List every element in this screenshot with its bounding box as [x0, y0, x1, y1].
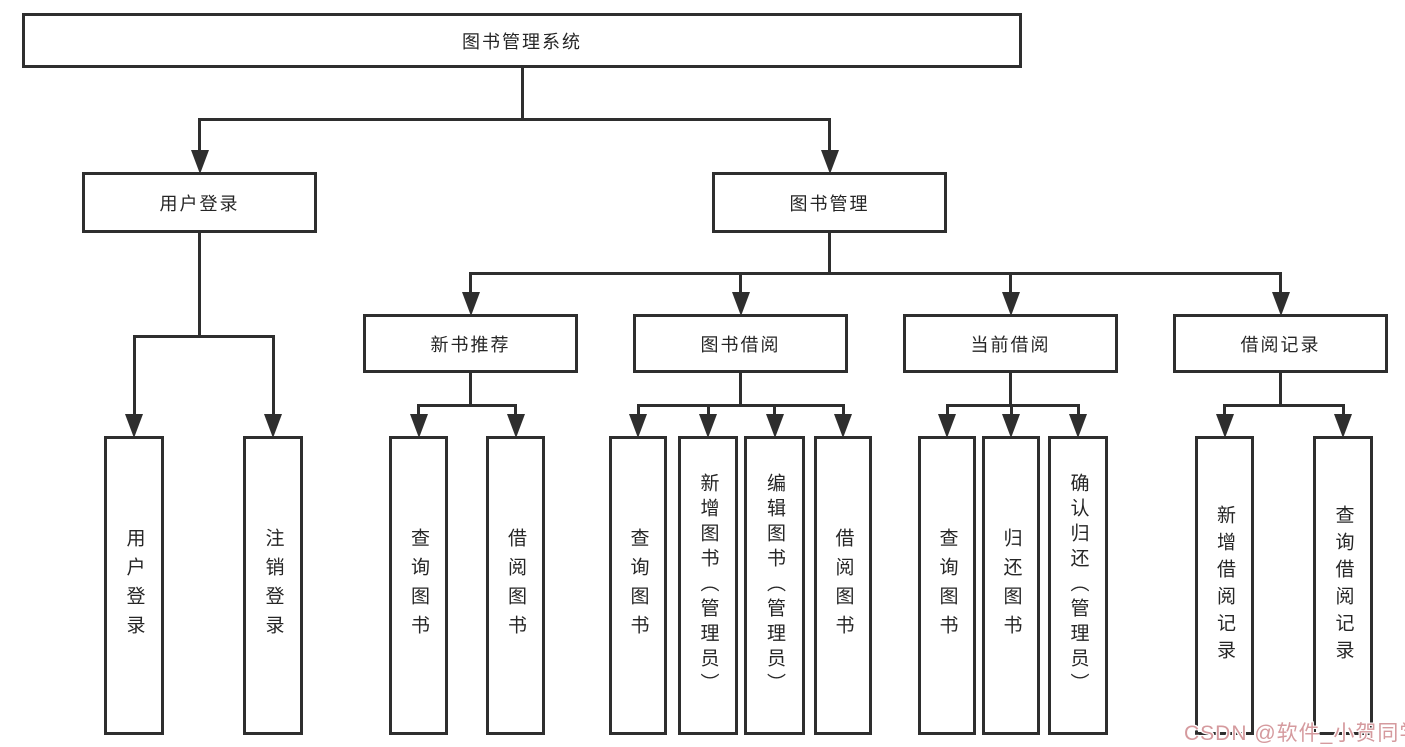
leaf-logout: 注销登录	[243, 436, 303, 735]
arrow-down-icon	[1002, 414, 1020, 438]
leaf-rec-query-label: 查询借阅记录	[1332, 504, 1354, 667]
leaf-cb-return: 归还图书	[982, 436, 1040, 735]
leaf-user-login: 用户登录	[104, 436, 164, 735]
leaf-logout-label: 注销登录	[262, 527, 284, 644]
node-root: 图书管理系统	[22, 13, 1022, 68]
connector-line	[469, 272, 472, 296]
arrow-down-icon	[410, 414, 428, 438]
connector-line	[1279, 373, 1282, 407]
node-book-mgmt: 图书管理	[712, 172, 947, 233]
connector-line	[133, 335, 136, 418]
connector-line	[1223, 404, 1345, 407]
connector-line	[637, 404, 845, 407]
connector-line	[707, 404, 710, 418]
connector-line	[828, 118, 831, 154]
connector-line	[417, 404, 420, 418]
arrow-down-icon	[1069, 414, 1087, 438]
node-borrow-records-label: 借阅记录	[1240, 334, 1321, 355]
connector-line	[842, 404, 845, 418]
leaf-bb-edit: 编辑图书（管理员）	[744, 436, 805, 735]
arrow-down-icon	[191, 150, 209, 174]
connector-line	[521, 68, 524, 121]
node-current-borrow-label: 当前借阅	[970, 334, 1051, 355]
leaf-nb-query-label: 查询图书	[408, 527, 429, 644]
leaf-cb-query: 查询图书	[918, 436, 976, 735]
connector-line	[469, 373, 472, 407]
arrow-down-icon	[699, 414, 717, 438]
arrow-down-icon	[264, 414, 282, 438]
connector-line	[773, 404, 776, 418]
node-new-books-label: 新书推荐	[430, 334, 511, 355]
leaf-bb-query: 查询图书	[609, 436, 667, 735]
leaf-user-login-label: 用户登录	[123, 527, 145, 644]
arrow-down-icon	[1216, 414, 1234, 438]
arrow-down-icon	[938, 414, 956, 438]
leaf-cb-confirm-label: 确认归还（管理员）	[1067, 473, 1089, 698]
leaf-bb-borrow-label: 借阅图书	[832, 527, 854, 644]
connector-line	[946, 404, 949, 418]
connector-line	[1077, 404, 1080, 418]
node-user-login: 用户登录	[82, 172, 317, 233]
leaf-bb-add-label: 新增图书（管理员）	[697, 473, 719, 698]
connector-line	[1279, 272, 1282, 296]
connector-line	[739, 373, 742, 407]
connector-line	[739, 272, 742, 296]
arrow-down-icon	[834, 414, 852, 438]
csdn-watermark: CSDN @软件_小贺同学	[1184, 722, 1405, 745]
leaf-bb-borrow: 借阅图书	[814, 436, 872, 735]
node-new-books: 新书推荐	[363, 314, 578, 373]
arrow-down-icon	[462, 292, 480, 316]
arrow-down-icon	[1334, 414, 1352, 438]
connector-line	[198, 233, 201, 338]
node-book-borrow: 图书借阅	[633, 314, 848, 373]
arrow-down-icon	[629, 414, 647, 438]
connector-line	[946, 404, 1080, 407]
node-user-login-label: 用户登录	[159, 193, 240, 214]
leaf-bb-query-label: 查询图书	[627, 527, 649, 644]
connector-line	[514, 404, 517, 418]
leaf-nb-borrow: 借阅图书	[486, 436, 545, 735]
node-current-borrow: 当前借阅	[903, 314, 1118, 373]
leaf-cb-query-label: 查询图书	[936, 527, 958, 644]
connector-line	[828, 233, 831, 275]
connector-line	[198, 118, 201, 154]
leaf-cb-confirm: 确认归还（管理员）	[1048, 436, 1108, 735]
arrow-down-icon	[507, 414, 525, 438]
leaf-bb-add: 新增图书（管理员）	[678, 436, 738, 735]
node-book-borrow-label: 图书借阅	[700, 334, 781, 355]
connector-line	[469, 272, 1282, 275]
node-root-label: 图书管理系统	[462, 31, 582, 52]
connector-line	[417, 404, 517, 407]
arrow-down-icon	[766, 414, 784, 438]
leaf-rec-add-label: 新增借阅记录	[1214, 504, 1235, 667]
arrow-down-icon	[1272, 292, 1290, 316]
arrow-down-icon	[732, 292, 750, 316]
connector-line	[1223, 404, 1226, 418]
leaf-rec-query: 查询借阅记录	[1313, 436, 1373, 735]
connector-line	[1009, 272, 1012, 296]
arrow-down-icon	[821, 150, 839, 174]
leaf-cb-return-label: 归还图书	[1000, 527, 1022, 644]
connector-line	[133, 335, 275, 338]
connector-line	[637, 404, 640, 418]
leaf-bb-edit-label: 编辑图书（管理员）	[764, 473, 785, 698]
node-borrow-records: 借阅记录	[1173, 314, 1388, 373]
arrow-down-icon	[1002, 292, 1020, 316]
connector-line	[1342, 404, 1345, 418]
leaf-rec-add: 新增借阅记录	[1195, 436, 1254, 735]
connector-line	[198, 118, 831, 121]
connector-line	[1010, 404, 1013, 418]
node-book-mgmt-label: 图书管理	[789, 193, 870, 214]
arrow-down-icon	[125, 414, 143, 438]
leaf-nb-borrow-label: 借阅图书	[505, 527, 526, 644]
connector-line	[272, 335, 275, 418]
connector-line	[1009, 373, 1012, 407]
leaf-nb-query: 查询图书	[389, 436, 448, 735]
